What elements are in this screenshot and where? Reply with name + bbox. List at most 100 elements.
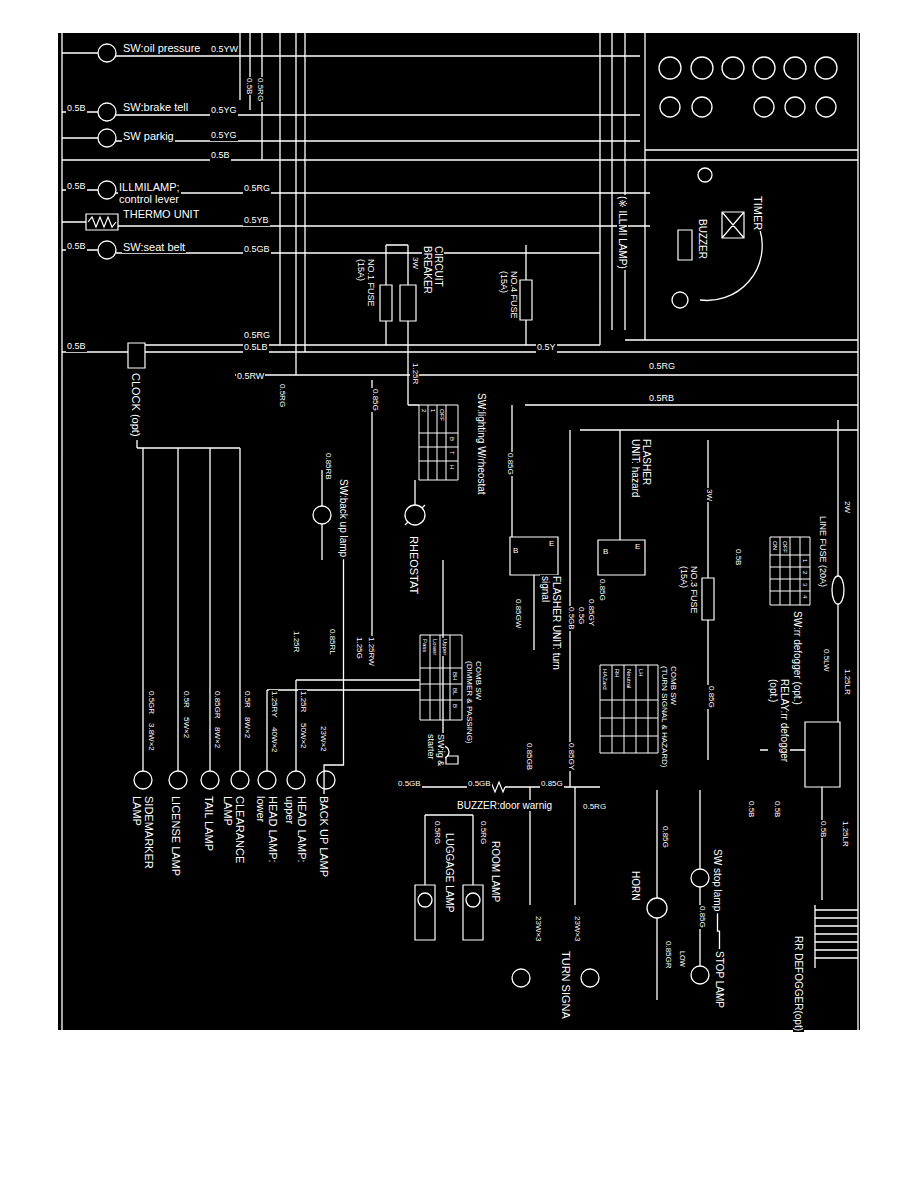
wire-label: 0.5LB: [243, 343, 269, 353]
part-name: LINE FUSE (20A): [817, 515, 827, 588]
wire-label: 0.5B: [66, 242, 87, 252]
part-name: control lever: [118, 193, 181, 205]
part-name: BUZZER: [697, 218, 708, 260]
part-name: (15A): [678, 565, 688, 615]
wire-label: 3.8W×2: [146, 722, 155, 752]
wire-label: ON: [771, 540, 778, 551]
component-label: CLEARANCE LAMP: [222, 795, 246, 875]
wire-label: 0.5RG: [277, 383, 286, 408]
lamp-symbol: [785, 97, 805, 117]
component-label: SW:seat belt: [122, 241, 186, 253]
wire-label: Upper: [441, 638, 448, 656]
wire-label: 4: [801, 594, 808, 599]
wire-label: 2: [801, 570, 808, 575]
wire-label: 0.85GY: [566, 742, 575, 771]
part-name: (※ ILLMI LAMP): [617, 195, 628, 270]
part-name: SW:lighting W/rheostat: [476, 392, 487, 496]
switch-symbol: [691, 869, 709, 887]
lamp-symbol: [672, 292, 688, 308]
wire-label: 0.5RG: [648, 362, 676, 372]
wire-label: 0.5RG: [582, 803, 607, 812]
wire-label: 1: [801, 558, 808, 563]
wire-label: 8W×2: [242, 716, 251, 739]
wire-label: 0.5RG: [243, 184, 271, 194]
part-name: STOP LAMP: [714, 950, 725, 1009]
component-label: SW:rr defogger (opt.): [792, 610, 803, 706]
wire-label: Lower: [431, 638, 438, 656]
wire-label: 23W×3: [533, 915, 542, 943]
part-name: RHEOSTAT: [408, 535, 420, 595]
part-name: SW stop lamp: [712, 848, 723, 912]
part-name: ILLMILAMP;: [118, 181, 181, 193]
component-label: SIDEMARKER LAMP: [131, 795, 155, 880]
lamp-symbol: [660, 97, 680, 117]
wire-label: 40W×2: [269, 726, 278, 754]
component-label: NO.1 FUSE(15A): [355, 258, 375, 308]
component-label: SW:lighting W/rheostat: [476, 392, 487, 496]
part-name: SW parkig: [122, 130, 175, 142]
wire-label: 0.5LW: [821, 648, 830, 673]
wire-label: H: [448, 464, 455, 470]
lamp-symbol: [258, 771, 276, 789]
component-label: NO.3 FUSE(15A): [678, 565, 698, 615]
wire-label: LOW: [678, 950, 686, 968]
wire-connector: [324, 559, 343, 794]
wire-label: 0.5GB: [467, 780, 492, 789]
part-name: (15A): [498, 270, 508, 320]
switch-symbol: [98, 241, 116, 259]
wire-label: 50W×2: [298, 722, 307, 750]
part-name: THERMO UNIT: [122, 208, 200, 220]
lamp-symbol: [317, 771, 335, 789]
part-name: LUGGAGE LAMP: [444, 832, 455, 913]
component-label: COMB SW(DIMMER & PASSING): [464, 660, 482, 745]
part-name: CLEARANCE LAMP: [222, 795, 246, 875]
part-name: SW:rr defogger (opt.): [792, 610, 803, 706]
wire-label: E: [634, 543, 641, 552]
wire-label: 23W×2: [318, 725, 327, 753]
wire-label: B: [602, 548, 609, 557]
wire-label: 0.5B: [746, 800, 755, 818]
wire-label: 0.85GB: [524, 742, 533, 771]
component-label: SW:ig & starter: [425, 733, 445, 778]
wire-label: Neutral: [625, 668, 632, 689]
part-name: COMB SW: [668, 665, 677, 769]
component-label: SW stop lamp: [712, 848, 723, 912]
component-label: HEAD LAMP: upper: [284, 795, 308, 880]
wire-label: LH: [637, 668, 644, 678]
wire-label: 0.85GY: [586, 598, 595, 627]
wire-connector: [718, 913, 720, 949]
wire-label: BH: [451, 671, 458, 681]
lamp-symbol: [231, 771, 249, 789]
wire-label: 0.85G: [660, 825, 669, 849]
wire-label: OFF: [438, 408, 445, 422]
component-label: LUGGAGE LAMP: [444, 832, 455, 913]
lamp-symbol: [418, 893, 432, 907]
switch-symbol: [98, 129, 116, 147]
wire-label: 5W×2: [181, 716, 190, 739]
component-label: RR DEFOGGER(opt): [793, 935, 804, 1032]
wire-label: 0.5RW: [236, 372, 265, 382]
wire-label: 0.5Y: [536, 343, 557, 353]
wire-label: 3W: [410, 256, 419, 270]
wire-label: 0.5GR: [146, 690, 155, 715]
part-name: RR DEFOGGER(opt): [793, 935, 804, 1032]
component-label: TIMER: [752, 195, 764, 231]
wire-label: 0.5B: [733, 548, 742, 566]
part-name: HORN: [630, 870, 641, 901]
wiring: [62, 33, 858, 1030]
fuse-symbol: [832, 576, 844, 604]
part-name: SW:brake tell: [122, 101, 189, 113]
part-name: NO.3 FUSE: [688, 565, 698, 615]
component-label: SW:oil pressure: [122, 42, 201, 54]
wire-label: 0.85RL: [327, 628, 336, 656]
component-label: CLOCK (opt): [130, 372, 142, 438]
component-label: BUZZER: [697, 218, 708, 260]
wire-label: 0.5YB: [243, 216, 270, 226]
wire-label: 0.5B: [818, 820, 827, 838]
part-name: CLOCK (opt): [130, 372, 142, 438]
part-name: COMB SW: [473, 660, 482, 745]
wire-label: 0.85G: [505, 452, 514, 476]
wire-label: B: [448, 436, 455, 442]
wire-label: 0.5RG: [432, 820, 441, 845]
component-label: (※ ILLMI LAMP): [617, 195, 628, 270]
